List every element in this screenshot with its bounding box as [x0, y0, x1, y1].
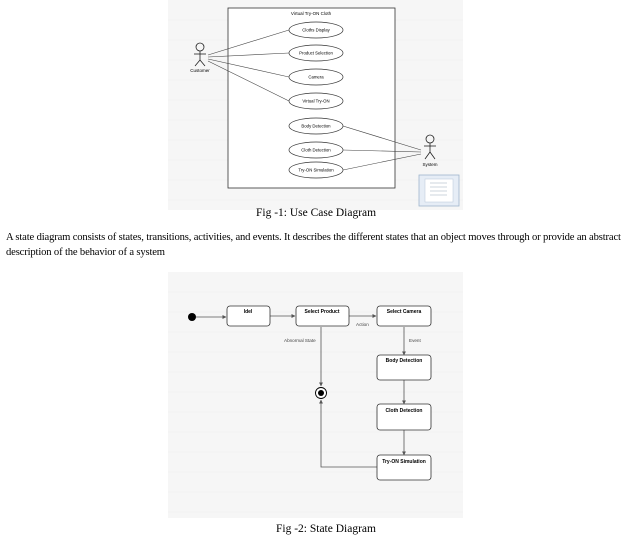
use-case-label: Camera [308, 75, 324, 80]
system-associations [342, 125, 422, 171]
state-select-product [295, 305, 350, 327]
state-cloth-detection [376, 403, 432, 431]
system-label: System [422, 162, 437, 167]
use-case-label: Cloths Display [302, 28, 330, 33]
fig1-caption: Fig -1: Use Case Diagram [256, 207, 377, 219]
use-case-label: Cloth Detection [301, 148, 331, 153]
transitions [196, 314, 406, 468]
final-node [315, 387, 327, 399]
use-case-label: Body Detection [301, 124, 331, 129]
use-case-label: Product Selection [299, 51, 333, 56]
use-case-label: Virtual Try-ON [302, 99, 329, 104]
state-label: Select Camera [387, 309, 422, 315]
state-label: Body Detection [386, 358, 423, 364]
state-body-detection [376, 354, 432, 381]
transition-label-action: Action [356, 322, 369, 327]
customer-actor [194, 42, 206, 67]
customer-label: Customer [190, 68, 210, 73]
state-label: Try-ON Simulation [382, 459, 426, 465]
transition-label-abnormal: Abnormal State [284, 338, 316, 343]
state-try-on-simulation [376, 454, 432, 481]
use-case-try-on-simulation [288, 161, 344, 179]
use-case-body-detection [288, 117, 344, 135]
use-case-label: Try-ON Simulation [298, 168, 334, 173]
system-actor [424, 134, 436, 160]
use-case-diagram: Virtual Try-ON Cloth Customer System [168, 0, 463, 210]
customer-associations [207, 29, 290, 102]
use-case-virtual-try-on [288, 92, 344, 110]
system-title: Virtual Try-ON Cloth [291, 11, 332, 16]
body-paragraph: A state diagram consists of states, tran… [6, 232, 621, 258]
state-label: Idel [244, 309, 253, 315]
minimap-thumbnail [418, 174, 460, 207]
state-select-camera [376, 305, 432, 327]
fig2-caption: Fig -2: State Diagram [276, 523, 376, 535]
use-case-product-selection [288, 44, 344, 62]
state-label: Cloth Detection [386, 408, 423, 414]
transition-label-event: Event [409, 338, 421, 343]
state-idel [226, 305, 271, 327]
use-case-cloths-display [288, 21, 344, 39]
use-case-cloth-detection [288, 141, 344, 159]
state-label: Select Product [304, 309, 339, 315]
initial-node [188, 313, 196, 321]
use-case-camera [288, 68, 344, 86]
